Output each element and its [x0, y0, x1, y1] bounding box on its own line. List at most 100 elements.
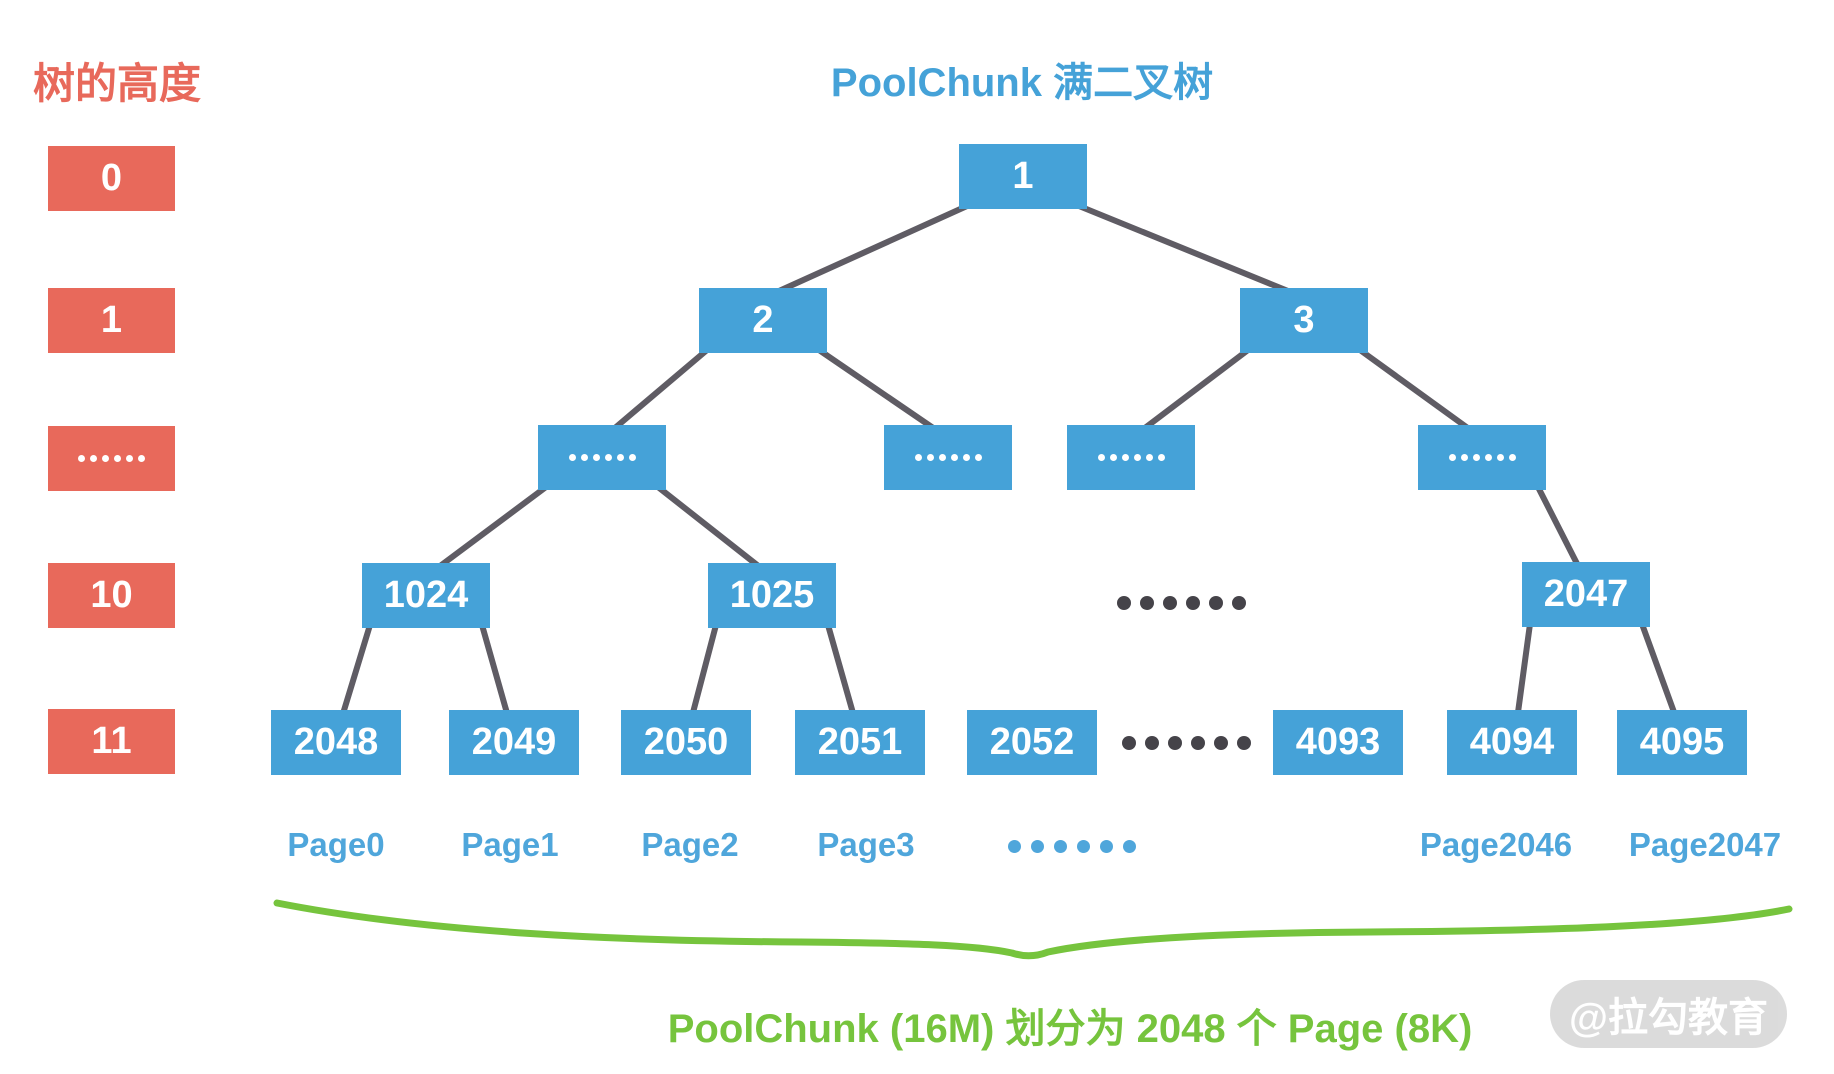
tree-node-d1 — [538, 425, 666, 490]
dot — [1121, 736, 1136, 750]
dot — [1100, 839, 1113, 853]
height-box-10: 10 — [48, 563, 175, 628]
tree-edge-3-d3 — [1141, 347, 1251, 431]
page-label-Page2046: Page2046 — [1419, 826, 1573, 863]
page-label-Page1: Page1 — [461, 826, 559, 863]
height-box-0: 0 — [48, 146, 175, 211]
watermark-badge: @拉勾教育 — [1550, 980, 1787, 1048]
tree-edge-2-d1 — [611, 347, 710, 431]
underbrace-curve — [273, 899, 1793, 960]
dot — [914, 454, 922, 461]
tree-edge-2047-4095 — [1639, 621, 1678, 716]
tree-node-2051: 2051 — [795, 710, 925, 775]
dot — [938, 454, 946, 461]
dot — [1109, 454, 1117, 461]
tree-node-1: 1 — [959, 144, 1087, 209]
dot — [1097, 454, 1105, 461]
dot — [1123, 839, 1136, 853]
page-label-Page3: Page3 — [817, 826, 915, 863]
tree-node-d3 — [1067, 425, 1195, 490]
dot — [604, 454, 612, 461]
tree-edge-3-d4 — [1357, 347, 1471, 431]
dot — [1145, 454, 1153, 461]
tree-height-label: 树的高度 — [33, 60, 202, 107]
dot — [1448, 454, 1456, 461]
dot — [114, 455, 121, 462]
dot — [126, 455, 133, 462]
height-box-ellipsis — [48, 426, 175, 491]
tree-node-d4 — [1418, 425, 1546, 490]
dot — [1121, 454, 1129, 461]
tree-node-4093: 4093 — [1273, 710, 1403, 775]
dot — [102, 455, 109, 462]
dot — [974, 454, 982, 461]
dot — [568, 454, 576, 461]
tree-edge-1025-2051 — [825, 622, 856, 716]
level11-ellipsis — [1121, 736, 1251, 750]
dot — [1167, 736, 1182, 750]
dot — [1236, 736, 1251, 750]
dot — [1185, 596, 1200, 610]
dot — [628, 454, 636, 461]
ellipsis-dots — [912, 454, 984, 461]
tree-edge-1-3 — [1076, 203, 1291, 294]
diagram-title: PoolChunk 满二叉树 — [830, 61, 1214, 105]
page-label-Page2047: Page2047 — [1628, 826, 1782, 863]
tree-node-2048: 2048 — [271, 710, 401, 775]
tree-edge-d1-1024 — [437, 484, 549, 569]
tree-node-2052: 2052 — [967, 710, 1097, 775]
tree-node-2: 2 — [699, 288, 827, 353]
tree-edge-2047-4094 — [1514, 621, 1533, 716]
height-box-11: 11 — [48, 709, 175, 774]
bottom-caption: PoolChunk (16M) 划分为 2048 个 Page (8K) — [667, 1007, 1473, 1051]
dot — [1484, 454, 1492, 461]
tree-node-4095: 4095 — [1617, 710, 1747, 775]
dot — [138, 455, 145, 462]
dot — [950, 454, 958, 461]
page-ellipsis — [1008, 839, 1136, 853]
dot — [1208, 596, 1223, 610]
ellipsis-dots — [566, 454, 638, 461]
dot — [78, 455, 85, 462]
dot — [926, 454, 934, 461]
tree-edge-1024-2049 — [479, 622, 510, 716]
tree-node-1025: 1025 — [708, 563, 836, 628]
tree-edge-1024-2048 — [340, 622, 373, 716]
dot — [1139, 596, 1154, 610]
dot — [1162, 596, 1177, 610]
dot — [1508, 454, 1516, 461]
tree-node-1024: 1024 — [362, 563, 490, 628]
dot — [1496, 454, 1504, 461]
dot — [1008, 839, 1021, 853]
ellipsis-dots — [76, 455, 148, 462]
tree-edge-1-2 — [776, 203, 970, 294]
dot — [592, 454, 600, 461]
dot — [1133, 454, 1141, 461]
tree-node-2049: 2049 — [449, 710, 579, 775]
dot — [962, 454, 970, 461]
ellipsis-dots — [1095, 454, 1167, 461]
tree-node-2047: 2047 — [1522, 562, 1650, 627]
dot — [580, 454, 588, 461]
dot — [1460, 454, 1468, 461]
ellipsis-dots — [1446, 454, 1518, 461]
dot — [1054, 839, 1067, 853]
dot — [1031, 839, 1044, 853]
dot — [1472, 454, 1480, 461]
dot — [1077, 839, 1090, 853]
tree-edge-1025-2050 — [689, 622, 719, 716]
dot — [1231, 596, 1246, 610]
dot — [1190, 736, 1205, 750]
tree-node-2050: 2050 — [621, 710, 751, 775]
tree-edge-2-d2 — [816, 347, 937, 431]
tree-edge-d4-2047 — [1535, 484, 1581, 568]
tree-node-4094: 4094 — [1447, 710, 1577, 775]
tree-edge-d1-1025 — [655, 484, 762, 569]
tree-node-3: 3 — [1240, 288, 1368, 353]
level10-ellipsis — [1116, 596, 1246, 610]
height-box-1: 1 — [48, 288, 175, 353]
tree-node-d2 — [884, 425, 1012, 490]
